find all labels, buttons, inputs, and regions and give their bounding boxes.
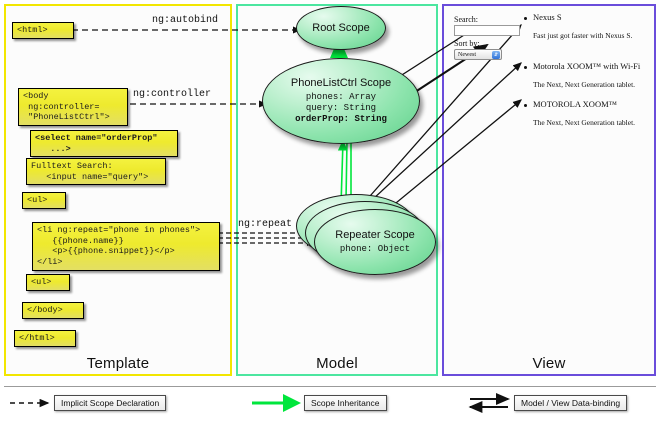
phonelistctrl-scope-title: PhoneListCtrl Scope [290, 76, 392, 89]
column-label-model: Model [316, 355, 358, 372]
column-template: Template [4, 4, 232, 376]
column-label-template: Template [86, 355, 150, 372]
scope-prop-phone: phone: Object [339, 244, 411, 255]
phonelistctrl-scope[interactable]: PhoneListCtrl Scope phones: Array query:… [262, 58, 420, 144]
phone-snippet: The Next, Next Generation tablet. [533, 80, 636, 89]
chevron-updown-icon[interactable]: ⇵ [492, 51, 500, 59]
legend-divider [4, 386, 656, 387]
scope-prop-orderprop: orderProp: String [295, 114, 387, 125]
html-close-tag[interactable]: </html> [14, 330, 76, 347]
legend: Implicit Scope Declaration Scope Inherit… [4, 386, 656, 418]
list-bullet [524, 104, 527, 107]
sort-by-select[interactable]: Newest ⇵ [454, 49, 502, 60]
scope-prop-phones: phones: Array [305, 92, 377, 103]
list-bullet [524, 66, 527, 69]
li-ngrepeat-block[interactable]: <li ng:repeat="phone in phones"> {{phone… [32, 222, 220, 271]
sort-by-selected-value: Newest [458, 51, 476, 58]
legend-scope-inheritance: Scope Inheritance [304, 395, 387, 411]
edge-label-ng-autobind: ng:autobind [152, 15, 219, 26]
fulltext-search-input[interactable]: Fulltext Search: <input name="query"> [26, 158, 166, 186]
html-open-tag[interactable]: <html> [12, 22, 74, 39]
select-orderprop-tag[interactable]: <select name="orderProp" ...> [30, 130, 178, 158]
phone-snippet: The Next, Next Generation tablet. [533, 118, 636, 127]
ul-close-tag[interactable]: <ul> [26, 274, 70, 291]
body-close-tag[interactable]: </body> [22, 302, 84, 319]
list-bullet [524, 17, 527, 20]
ul-open-tag[interactable]: <ul> [22, 192, 66, 209]
phonelistctrl-scope-properties: phones: Array query: String orderProp: S… [295, 92, 387, 125]
column-label-view: View [532, 355, 566, 372]
scope-prop-query: query: String [305, 103, 377, 114]
legend-model-view-databinding: Model / View Data-binding [514, 395, 628, 411]
root-scope-title: Root Scope [312, 21, 370, 34]
repeater-scope-title: Repeater Scope [335, 228, 415, 241]
legend-implicit-scope-declaration: Implicit Scope Declaration [54, 395, 167, 411]
edge-label-ng-repeat: ng:repeat [238, 219, 293, 230]
phone-name: Nexus S [533, 12, 562, 22]
repeater-scope-properties: phone: Object [340, 244, 410, 255]
sort-by-label: Sort by: [454, 39, 480, 48]
body-controller-tag[interactable]: <body ng:controller= "PhoneListCtrl"> [18, 88, 128, 126]
repeater-scope[interactable]: Repeater Scope phone: Object [314, 209, 436, 275]
phone-snippet: Fast just got faster with Nexus S. [533, 31, 633, 40]
root-scope[interactable]: Root Scope [296, 6, 386, 50]
search-label: Search: [454, 15, 478, 24]
phone-name: Motorola XOOM™ with Wi-Fi [533, 61, 641, 71]
edge-label-ng-controller: ng:controller [133, 89, 212, 100]
phone-name: MOTOROLA XOOM™ [533, 99, 617, 109]
search-input[interactable] [454, 25, 520, 36]
